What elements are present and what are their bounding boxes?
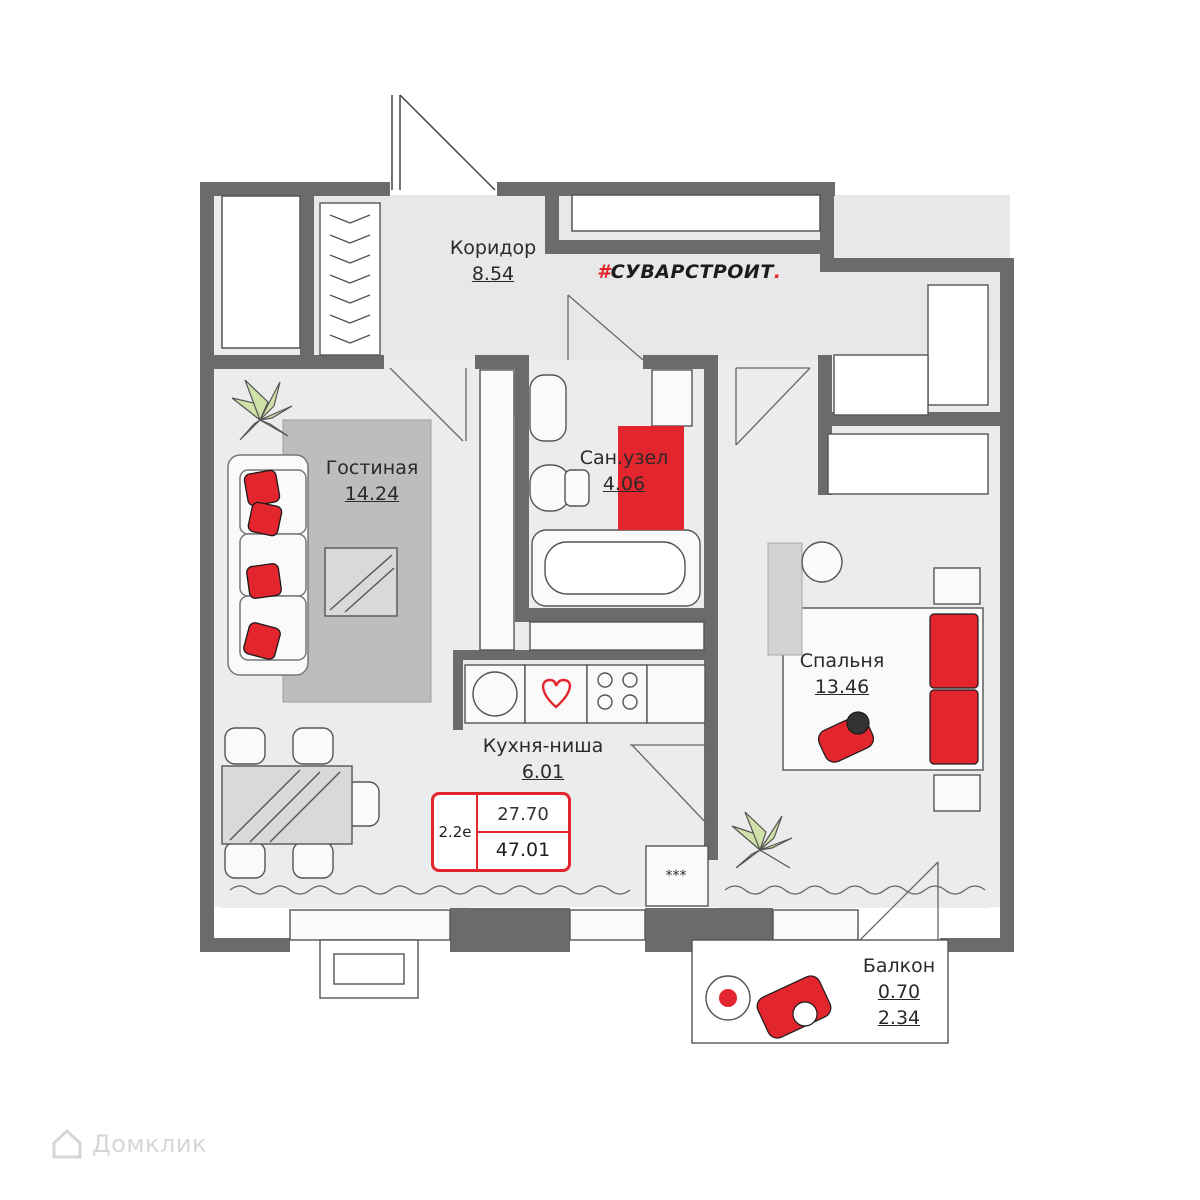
room-name: Сан.узел (579, 447, 669, 469)
hanger-mark (329, 214, 371, 224)
brand-hash: # (597, 261, 611, 283)
hanger-mark (329, 254, 371, 264)
living-area: 27.70 (478, 799, 568, 833)
hanger-mark (329, 274, 371, 284)
room-name: Коридор (449, 237, 537, 259)
person-balcony (756, 975, 832, 1039)
room-corridor: Коридор 8.54 (450, 237, 536, 285)
room-area: 6.01 (521, 761, 565, 783)
wardrobe-left (319, 202, 381, 356)
heart-icon (542, 678, 572, 709)
meter-box (645, 845, 709, 907)
dining-set (221, 727, 380, 879)
hanger-mark (329, 234, 371, 244)
meter-label: *** (665, 868, 687, 884)
room-area: 8.54 (471, 263, 515, 285)
room-bedroom: Спальня 13.46 (800, 650, 885, 698)
room-balcony: Балкон 0.70 2.34 (863, 955, 935, 1029)
hanger-mark (329, 294, 371, 304)
bedroom-rug (767, 542, 803, 656)
watermark-text: Домклик (92, 1130, 207, 1158)
hanger-mark (329, 314, 371, 324)
brand-logo: #СУВАРСТРОИТ. (597, 261, 782, 283)
total-area: 47.01 (495, 839, 551, 861)
watermark: Домклик (50, 1127, 207, 1161)
brand-name: СУВАРСТРОИТ (610, 261, 774, 283)
room-name: Кухня-ниша (482, 735, 604, 757)
windows (289, 909, 859, 941)
room-kitchen: Кухня-ниша 6.01 (483, 735, 604, 783)
brand-dot: . (773, 261, 782, 283)
room-area: 0.70 (877, 981, 921, 1003)
room-area-full: 2.34 (877, 1007, 921, 1029)
entrance-door (391, 94, 496, 191)
balcony (319, 939, 949, 1044)
room-area: 13.46 (814, 676, 870, 698)
interior-doors (389, 294, 939, 941)
room-bath: Сан.узел 4.06 (580, 447, 669, 495)
coffee-table (324, 547, 398, 617)
apartment-type: 2.2е (434, 795, 478, 869)
room-area: 14.24 (344, 483, 400, 505)
room-name: Гостиная (325, 457, 419, 479)
hanger-mark (329, 334, 371, 344)
house-icon (52, 1128, 82, 1159)
person-bed (817, 711, 875, 763)
radiator-waves (229, 885, 986, 895)
storage-left (221, 195, 301, 349)
cushions (243, 469, 283, 660)
bath-mat (618, 426, 684, 530)
bed-pillows (929, 613, 979, 765)
area-summary: 2.2е 27.70 47.01 (431, 792, 571, 872)
cat-icon (801, 541, 843, 583)
room-name: Спальня (799, 650, 885, 672)
wardrobe-right (827, 284, 989, 495)
room-area: 4.06 (602, 473, 646, 495)
plant-living (231, 379, 293, 441)
room-name: Балкон (862, 955, 936, 977)
storage-top (571, 194, 821, 232)
bath-fixtures (491, 369, 701, 607)
room-living: Гостиная 14.24 (326, 457, 419, 505)
plant-bedroom (731, 811, 793, 869)
kitchen-unit (464, 369, 706, 724)
walls (200, 182, 1014, 952)
